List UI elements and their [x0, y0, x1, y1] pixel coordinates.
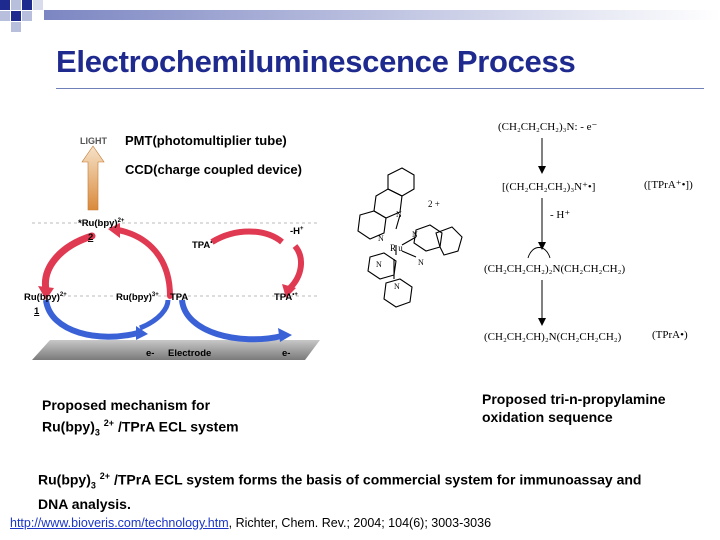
ru-complex-structure: 2 + R u N N N N N N — [357, 167, 463, 308]
mechanism-caption-line2: Ru(bpy)3 2+ /TPrA ECL system — [42, 418, 239, 438]
n-atom-label: N — [378, 234, 384, 243]
ccd-label: CCD(charge coupled device) — [125, 162, 302, 177]
header-bar — [44, 10, 720, 20]
electrode-label: Electrode — [168, 348, 211, 359]
n-atom-label: N — [412, 230, 418, 239]
ecl-mechanism-diagram: LIGHT *Ru(bpy)2+ 2 Ru(bpy)2+ 1 Ru(bpy)3+… — [24, 136, 320, 360]
oxidation-step-4: (CH₂CH₂CH)₂N(CH₂CH₂CH₂) — [484, 331, 622, 343]
complex-charge: 2 + — [428, 199, 440, 209]
electron-shift-arrow — [527, 247, 551, 259]
summary-statement: Ru(bpy)3 2+ /TPrA ECL system forms the b… — [38, 471, 642, 513]
oxidation-step-1: (CH₂CH₂CH₂)₃N: - e⁻ — [498, 121, 598, 133]
page-title: Electrochemiluminescence Process — [56, 44, 576, 79]
oxidation-caption: Proposed tri-n-propylamine oxidation seq… — [482, 390, 666, 426]
blue-arrow-right — [179, 299, 283, 343]
ru2-label: Ru(bpy)2+ — [24, 292, 67, 303]
step-1-label: 1 — [34, 306, 40, 317]
excited-state-label: *Ru(bpy)2+ — [78, 218, 125, 229]
oxidation-step-3: (CH₂CH₂CH₂)₂N(CH₂CH₂CH₂) — [484, 263, 625, 275]
n-atom-label: N — [376, 260, 382, 269]
light-arrow — [81, 145, 105, 211]
oxidation-caption-line1: Proposed tri-n-propylamine — [482, 391, 666, 407]
tpa-cation-label: TPA•+ — [274, 292, 298, 303]
mechanism-caption-line1: Proposed mechanism for — [42, 397, 211, 413]
blue-arrow-left — [43, 299, 139, 340]
light-label: LIGHT — [80, 136, 107, 146]
citation: http://www.bioveris.com/technology.htm, … — [10, 516, 491, 530]
corner-decoration — [0, 0, 43, 32]
step-2-label: 2 — [88, 232, 93, 243]
oxidation-step-2-alt: ([TPrA⁺•]) — [644, 179, 693, 191]
n-atom-label: N — [394, 282, 400, 291]
red-arrow-left-down — [41, 232, 96, 294]
red-arrow-left-up — [115, 227, 173, 299]
pmt-label: PMT(photomultiplier tube) — [125, 133, 287, 148]
oxidation-minus-h: - H⁺ — [550, 209, 570, 221]
n-atom-label: N — [396, 210, 402, 219]
electron-left-label: e- — [146, 348, 154, 359]
title-divider — [56, 88, 704, 89]
tpa-label: TPA — [170, 292, 188, 303]
oxidation-step-4-alt: (TPrA•) — [652, 329, 688, 341]
blue-arrow-left-up — [139, 299, 171, 331]
minus-h-label: -H+ — [290, 226, 304, 237]
n-atom-label: N — [418, 258, 424, 267]
ru3-label: Ru(bpy)3+ — [116, 292, 159, 303]
electron-right-label: e- — [282, 348, 290, 359]
red-arrow-right — [210, 228, 284, 245]
complex-ru: R u — [390, 243, 403, 253]
mechanism-caption: Proposed mechanism for Ru(bpy)3 2+ /TPrA… — [42, 396, 239, 441]
red-arrow-right-down — [287, 244, 304, 291]
oxidation-step-2: [(CH₂CH₂CH₂)₃N⁺•] — [502, 181, 595, 193]
electrode-slab — [32, 340, 320, 360]
citation-link[interactable]: http://www.bioveris.com/technology.htm — [10, 516, 229, 530]
oxidation-caption-line2: oxidation sequence — [482, 409, 613, 425]
citation-reference: , Richter, Chem. Rev.; 2004; 104(6); 300… — [228, 516, 492, 530]
oxidation-sequence: (CH₂CH₂CH₂)₃N: - e⁻ [(CH₂CH₂CH₂)₃N⁺•] ([… — [484, 121, 693, 343]
tpa-radical-label: TPA• — [192, 240, 212, 251]
